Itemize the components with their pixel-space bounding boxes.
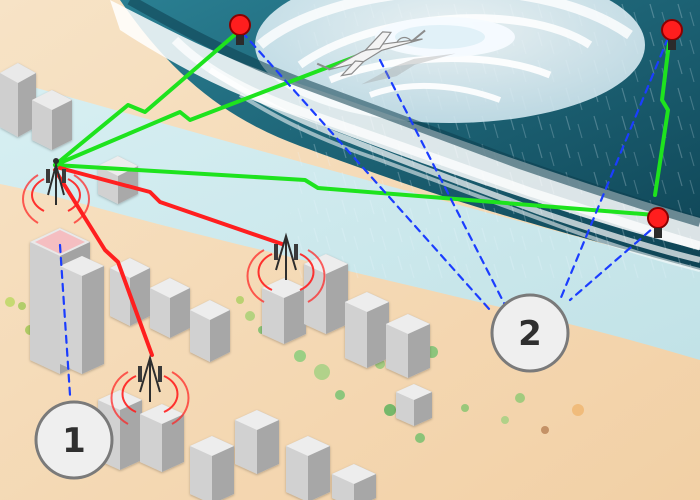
building-icon <box>304 254 348 334</box>
buoy-sensor-icon <box>661 19 683 50</box>
cell-tower-icon <box>246 232 326 303</box>
drone-icon <box>316 29 456 85</box>
buoy-sensor-icon <box>229 14 251 45</box>
marker-2: 2 <box>490 293 570 373</box>
building-icon <box>332 464 376 500</box>
building-icon <box>0 63 36 137</box>
building-icon <box>345 292 389 368</box>
cell-tower-icon <box>110 354 190 425</box>
marker-1: 1 <box>34 400 114 480</box>
dashed-link <box>568 220 662 302</box>
buoy-sensor-icon <box>647 207 669 238</box>
dashed-link <box>558 36 670 302</box>
red-link <box>53 168 154 357</box>
dashed-link <box>240 30 492 312</box>
city-blocks <box>0 63 432 500</box>
green-link <box>53 30 240 167</box>
green-link <box>653 33 672 197</box>
marker-1-label: 1 <box>62 421 86 461</box>
building-icon <box>235 410 279 474</box>
marker-2-label: 2 <box>518 314 542 354</box>
red-link <box>58 166 284 246</box>
cell-tower-icon <box>22 158 90 224</box>
building-icon <box>60 256 104 374</box>
building-icon <box>190 436 234 500</box>
building-icon <box>32 90 72 150</box>
wave-band <box>110 0 700 272</box>
green-link <box>53 163 657 217</box>
building-icon <box>386 314 430 378</box>
communication-links <box>53 30 672 397</box>
building-icon <box>190 300 230 362</box>
building-icon <box>262 278 306 344</box>
dashed-link <box>58 243 72 397</box>
dashed-link <box>378 58 507 307</box>
green-link <box>53 53 362 167</box>
building-icon <box>396 384 432 426</box>
building-icon <box>286 436 330 500</box>
building-icon <box>150 278 190 338</box>
building-icon <box>140 404 184 472</box>
